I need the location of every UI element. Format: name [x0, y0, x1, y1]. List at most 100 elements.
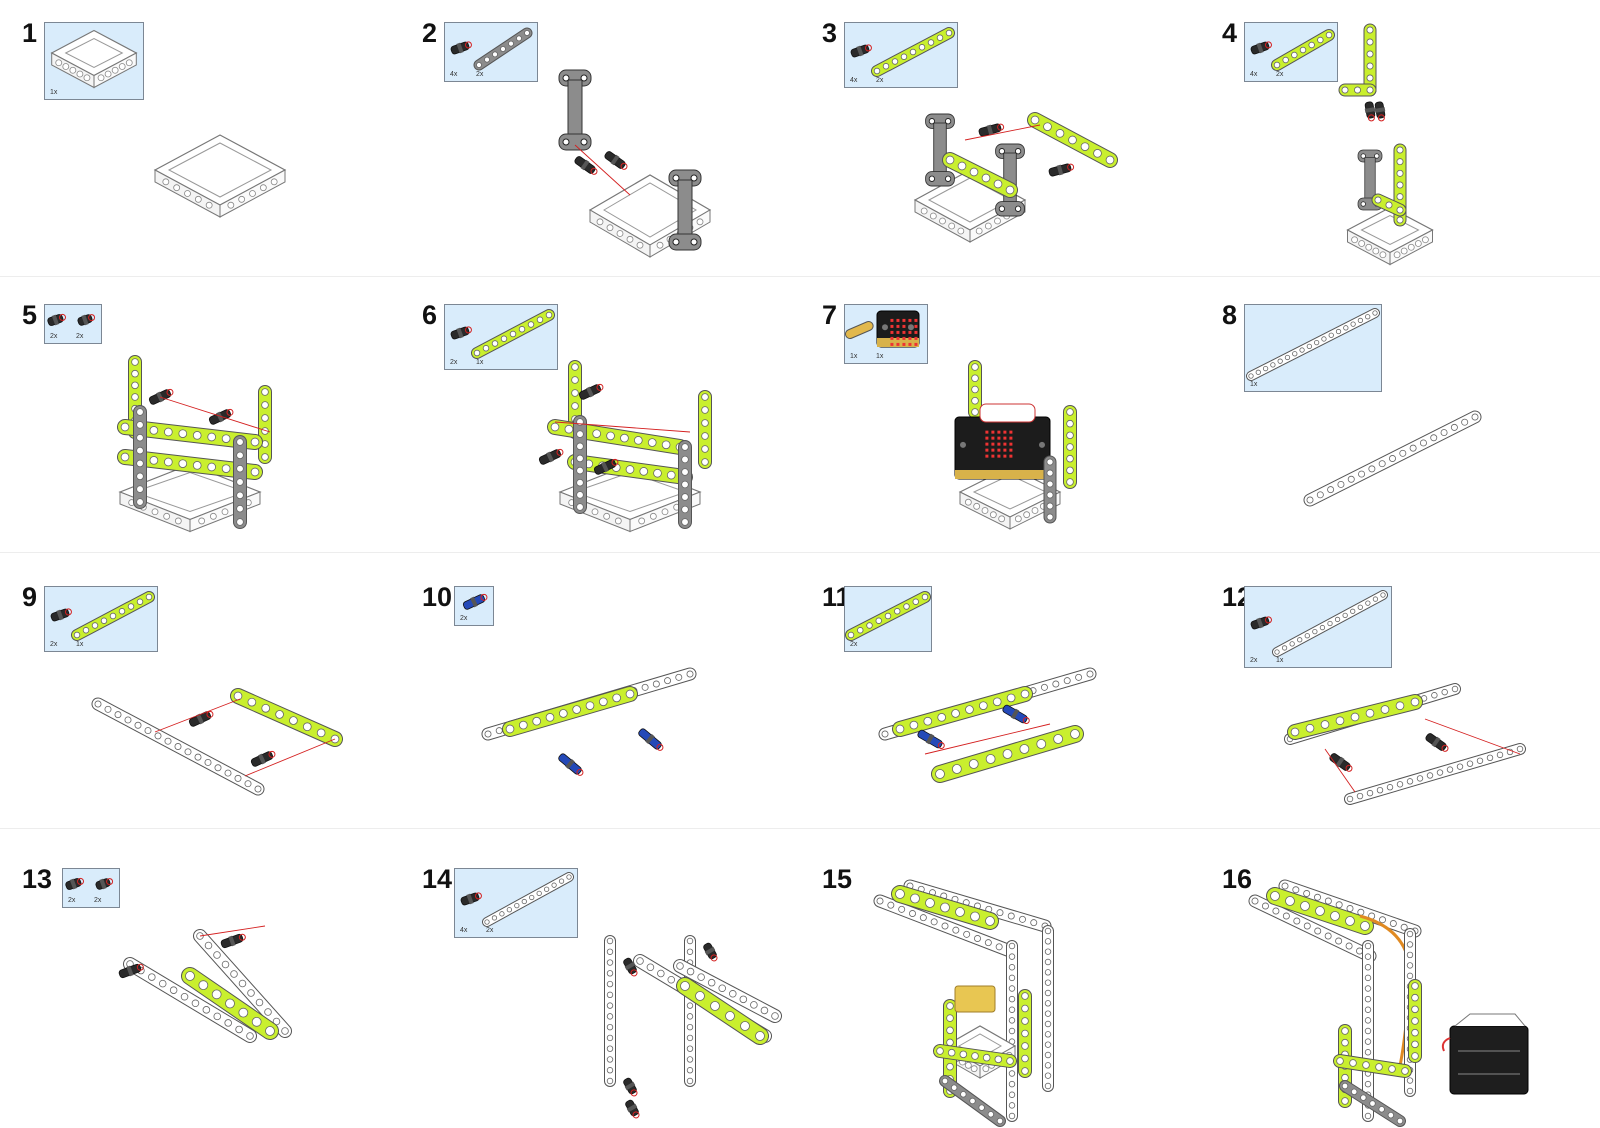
part-quantity: 4x	[850, 77, 858, 84]
pin-connector-icon	[77, 314, 96, 326]
step-number: 13	[22, 864, 53, 894]
part-quantity: 4x	[1250, 71, 1258, 78]
assembly-guide-line	[574, 144, 631, 196]
beam-part	[1408, 979, 1422, 1063]
parts-callout: 4x 2x	[454, 868, 578, 938]
beam-part	[567, 454, 693, 485]
step-number: 4	[1222, 18, 1238, 48]
frame-part	[558, 463, 702, 533]
microbit-board-part	[954, 416, 1051, 480]
pin-part	[538, 448, 564, 465]
assembly-guide-line	[159, 396, 271, 433]
assembly-guide-line	[1324, 748, 1356, 793]
blue-axle-pin-icon	[462, 593, 488, 610]
beam-part	[181, 967, 279, 1040]
beam-part	[1363, 23, 1377, 97]
part-quantity: 2x	[486, 927, 494, 934]
beam-part	[1266, 887, 1374, 935]
beam-part	[684, 935, 696, 1087]
beam-part	[1248, 894, 1377, 963]
pin-part	[703, 942, 718, 962]
black-pin-icon	[65, 877, 85, 890]
step-15: 15	[800, 846, 1200, 1128]
beam-part	[1362, 940, 1374, 1122]
step-number: 16	[1222, 864, 1253, 894]
assembly-guide-line	[1424, 718, 1521, 755]
beam-part	[678, 440, 692, 529]
green-l-beam-icon	[1271, 29, 1335, 71]
beam-part	[573, 415, 587, 514]
pin-connector-icon	[95, 878, 114, 890]
beam-part	[547, 419, 688, 455]
step-number: 7	[822, 300, 838, 330]
beam-part	[873, 894, 1017, 958]
beam-part	[502, 686, 638, 737]
beam-part	[1303, 410, 1482, 507]
step-number: 3	[822, 18, 838, 48]
black-pin-icon	[460, 892, 482, 906]
assembly-illustration	[1284, 683, 1526, 805]
assembly-illustration	[878, 667, 1097, 783]
frame-part	[118, 463, 262, 533]
pin-part	[593, 458, 619, 475]
pin-part	[208, 408, 234, 425]
beam-part	[133, 405, 147, 509]
pin-part	[1002, 704, 1030, 724]
assembly-guide-line	[244, 738, 336, 777]
part-quantity: 2x	[50, 333, 58, 340]
pin-part	[623, 1077, 638, 1097]
step-number: 1	[22, 18, 38, 48]
beam-part	[1339, 1080, 1406, 1127]
frame-part	[1346, 206, 1434, 266]
step-number: 6	[422, 300, 438, 330]
part-quantity: 1x	[1276, 657, 1284, 664]
assembly-illustration	[913, 112, 1118, 243]
beam-part	[193, 929, 292, 1038]
step-4: 4 4x 2x	[1200, 0, 1600, 282]
frame-part	[153, 134, 287, 218]
pin-part	[188, 710, 214, 727]
part-quantity: 2x	[1276, 71, 1284, 78]
green-beam-icon	[871, 27, 955, 77]
pin-part	[148, 388, 174, 405]
yellow-board-icon	[845, 321, 874, 339]
green-beam-icon	[71, 591, 155, 641]
black-pin-icon	[450, 326, 472, 340]
pin-part	[558, 753, 584, 776]
gray-h-beam-icon	[473, 27, 533, 71]
part-quantity: 2x	[1250, 657, 1258, 664]
parts-callout: 4x 2x	[1244, 22, 1338, 82]
assembly-guide-line	[154, 698, 241, 733]
assembly-illustration	[1303, 410, 1482, 507]
pin-part	[1048, 163, 1075, 177]
part-quantity: 2x	[450, 359, 458, 366]
step-1: 1 1x	[0, 0, 400, 282]
beam-part	[968, 360, 982, 419]
beam-part	[676, 977, 769, 1045]
part-quantity: 4x	[460, 927, 468, 934]
step-number: 2	[422, 18, 438, 48]
assembly-guide-line	[199, 925, 266, 937]
parts-callout: 1x	[44, 22, 144, 100]
beam-part	[1006, 940, 1018, 1122]
part-quantity: 2x	[476, 71, 484, 78]
step-14: 14 4x 2x	[400, 846, 800, 1128]
beam-part	[604, 935, 616, 1087]
part-quantity: 1x	[50, 89, 58, 96]
black-pin-icon	[850, 44, 872, 58]
beam-part	[1371, 193, 1407, 217]
step-number: 14	[422, 864, 453, 894]
long-white-beam-icon	[1246, 308, 1380, 381]
part-quantity: 1x	[76, 641, 84, 648]
pin-part	[638, 728, 664, 751]
beam-part	[1063, 405, 1077, 489]
